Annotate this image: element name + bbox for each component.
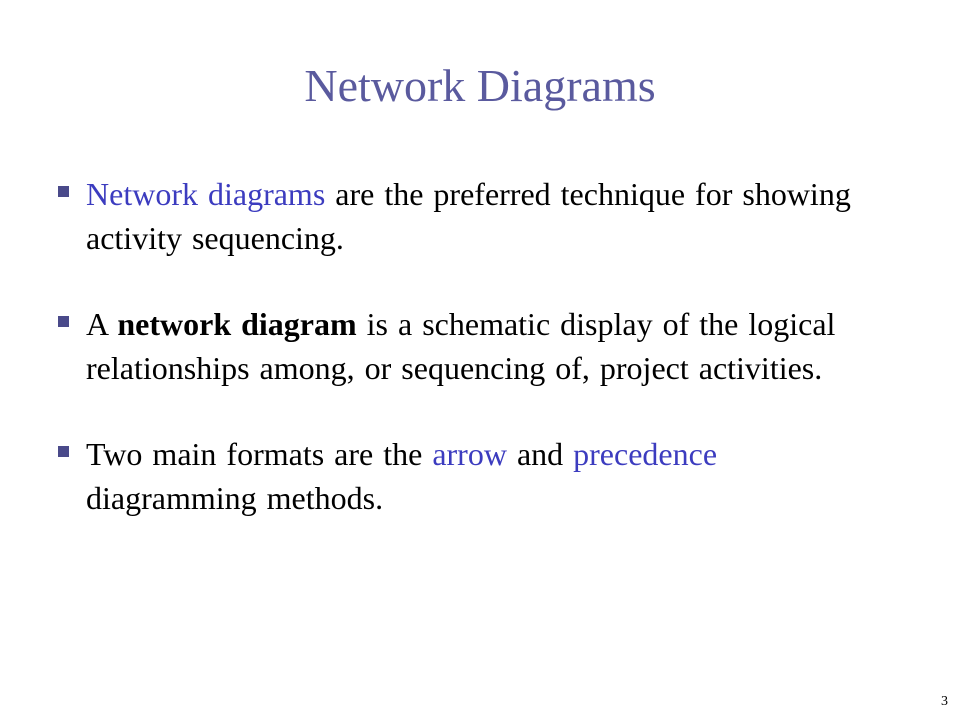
bullet-prefix: Two main formats are the xyxy=(86,436,433,472)
bullet-item-2: A network diagram is a schematic display… xyxy=(48,302,878,390)
highlighted-term-precedence: precedence xyxy=(573,436,718,472)
bullet-item-1: Network diagrams are the preferred techn… xyxy=(48,172,878,260)
bullet-text: are the preferred technique for showing … xyxy=(86,176,851,256)
slide-title: Network Diagrams xyxy=(304,60,656,111)
square-bullet-icon xyxy=(58,186,69,197)
bullet-suffix: diagramming methods. xyxy=(86,480,384,516)
bullet-prefix: A xyxy=(86,306,118,342)
page-number: 3 xyxy=(941,694,948,709)
highlighted-term: Network diagrams xyxy=(86,176,326,212)
bullet-list: Network diagrams are the preferred techn… xyxy=(48,172,878,562)
bold-term: network diagram xyxy=(117,306,357,342)
square-bullet-icon xyxy=(58,446,69,457)
bullet-item-3: Two main formats are the arrow and prece… xyxy=(48,432,878,520)
highlighted-term-arrow: arrow xyxy=(432,436,507,472)
square-bullet-icon xyxy=(58,316,69,327)
bullet-text: is a schematic display of the logical re… xyxy=(86,306,836,386)
bullet-middle: and xyxy=(506,436,574,472)
